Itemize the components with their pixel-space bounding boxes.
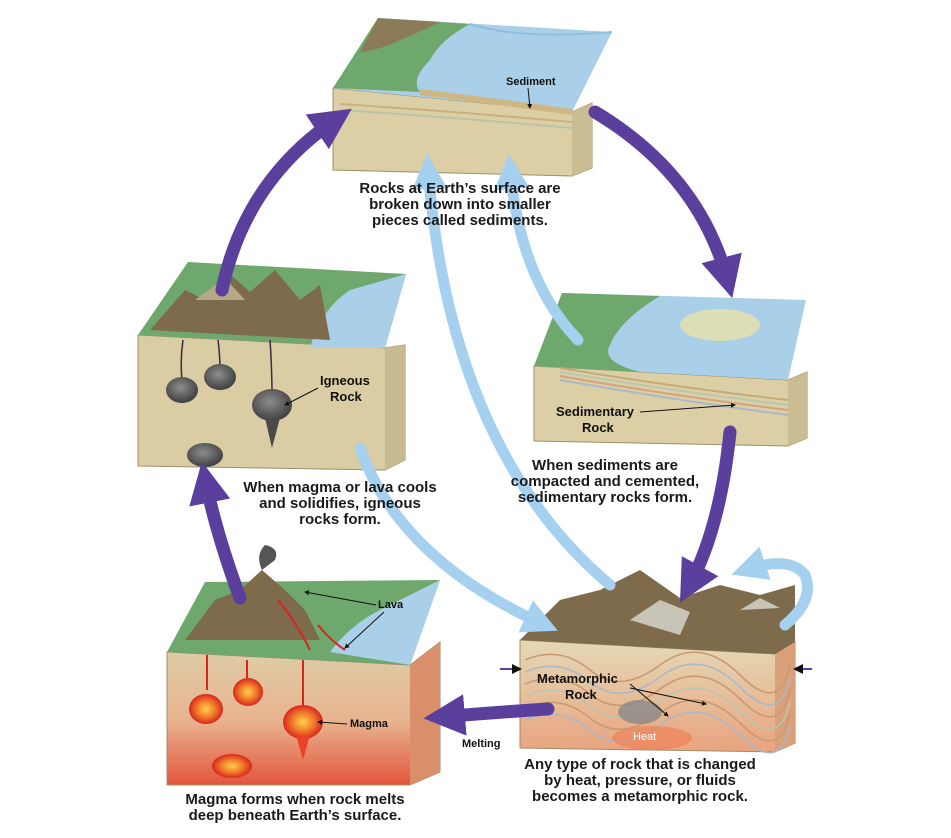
igneous-rock-block bbox=[137, 262, 406, 471]
erosion-arrow-metamorphic-loop bbox=[731, 546, 813, 631]
sedimentary-rock-label-line1: Sedimentary bbox=[556, 404, 635, 419]
sediment-block bbox=[332, 18, 613, 177]
magma-pointer bbox=[317, 719, 348, 725]
igneous-rock-label-line1: Igneous bbox=[320, 373, 370, 388]
erosion-arrow-sedimentary-to-surface bbox=[494, 153, 584, 346]
metamorphic-rock-pointer-2 bbox=[629, 687, 707, 706]
sedimentary-rock-block bbox=[533, 293, 808, 447]
metamorphic-rock-block bbox=[519, 570, 796, 754]
heat-label: Heat bbox=[633, 731, 656, 743]
magma-label: Magma bbox=[350, 718, 389, 730]
caption-sedimentary: When sediments are compacted and cemente… bbox=[510, 457, 700, 506]
cycle-arrow-metamorphic-to-magma bbox=[423, 694, 555, 736]
erosion-arrow-metamorphic-to-surface bbox=[412, 153, 616, 591]
erosion-arrows bbox=[354, 153, 813, 633]
metamorphic-folds bbox=[524, 651, 791, 754]
igneous-rock-pointer bbox=[284, 387, 319, 406]
cycle-arrow-igneous-to-sediment bbox=[215, 108, 352, 297]
igneous-intrusions bbox=[166, 339, 292, 467]
cycle-arrow-sedimentary-to-metamorphic bbox=[679, 425, 737, 603]
lava-label: Lava bbox=[378, 599, 404, 611]
igneous-rock-label-line2: Rock bbox=[330, 389, 363, 404]
lava-pointer bbox=[304, 590, 377, 606]
sediment-pointer bbox=[527, 87, 533, 109]
melting-label: Melting bbox=[462, 738, 501, 750]
sedimentary-rock-pointer bbox=[639, 402, 736, 413]
caption-surface: Rocks at Earth’s surface are broken down… bbox=[359, 180, 561, 229]
magma-block bbox=[166, 545, 441, 786]
cycle-arrows bbox=[189, 105, 742, 736]
caption-metamorphic: Any type of rock that is changed by heat… bbox=[524, 756, 756, 805]
cycle-arrow-magma-to-igneous bbox=[189, 461, 247, 605]
sediment-label: Sediment bbox=[506, 76, 556, 88]
lava-pointer-2 bbox=[344, 611, 385, 649]
caption-igneous: When magma or lava cools and solidifies,… bbox=[243, 479, 437, 528]
caption-magma: Magma forms when rock melts deep beneath… bbox=[185, 791, 405, 824]
metamorphic-rock-label-line2: Rock bbox=[565, 687, 598, 702]
magma-intrusions bbox=[189, 655, 323, 778]
cycle-arrow-sediment-to-sedimentary bbox=[588, 105, 742, 299]
sedimentary-rock-label-line2: Rock bbox=[582, 420, 615, 435]
metamorphic-rock-label-line1: Metamorphic bbox=[537, 671, 618, 686]
erosion-arrow-igneous-to-metamorphic bbox=[354, 442, 558, 633]
